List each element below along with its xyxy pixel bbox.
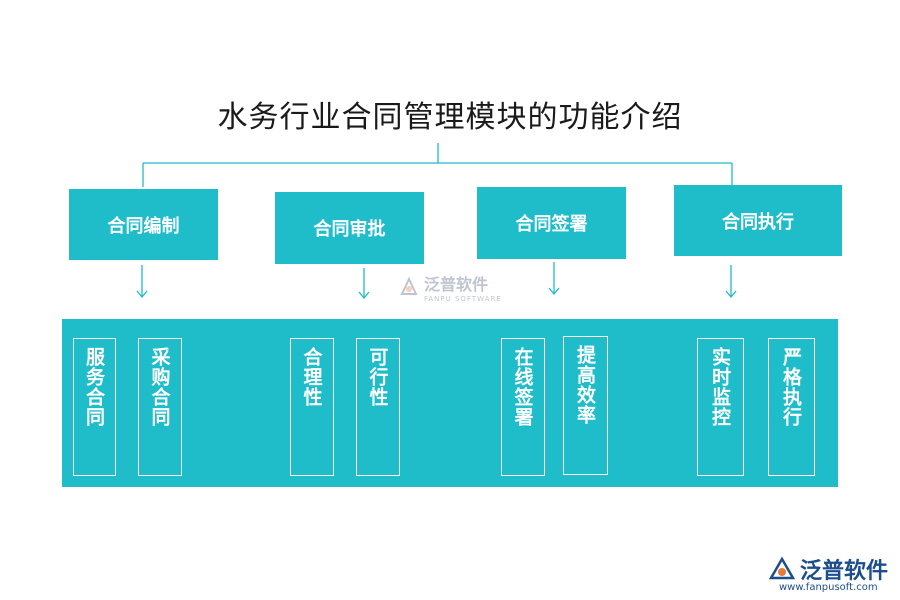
arrowhead-4 (725, 290, 737, 299)
detail-box: 服务合同 (73, 338, 116, 476)
brand-logo-icon (768, 556, 796, 580)
center-watermark: 泛普软件 FANPU SOFTWARE (398, 271, 502, 303)
detail-box: 可行性 (356, 338, 400, 476)
detail-box: 合理性 (290, 338, 334, 476)
detail-box: 实时监控 (697, 338, 744, 476)
detail-box: 在线签署 (501, 338, 545, 476)
detail-box: 提高效率 (563, 336, 608, 475)
arrowhead-3 (548, 287, 560, 296)
diagram-title: 水务行业合同管理模块的功能介绍 (217, 100, 683, 135)
arrowhead-2 (358, 291, 370, 300)
category-box-3: 合同签署 (477, 187, 626, 259)
category-label: 合同执行 (722, 211, 794, 233)
detail-box: 严格执行 (768, 338, 815, 476)
brand-logo: 泛普软件 (768, 553, 888, 585)
category-box-1: 合同编制 (69, 189, 218, 260)
watermark-sub: FANPU SOFTWARE (424, 295, 502, 303)
category-label: 合同编制 (107, 215, 180, 237)
watermark-logo-icon (400, 276, 418, 295)
detail-panel (62, 319, 838, 487)
category-label: 合同签署 (515, 214, 588, 235)
brand-name: 泛普软件 (800, 559, 889, 584)
arrowhead-1 (136, 290, 148, 299)
category-label: 合同审批 (313, 219, 386, 240)
brand-url: www.fanpusoft.com (779, 582, 878, 593)
detail-box: 采购合同 (138, 338, 182, 476)
category-box-2: 合同审批 (275, 192, 424, 264)
category-box-4: 合同执行 (674, 185, 842, 256)
watermark-name: 泛普软件 (424, 275, 489, 294)
